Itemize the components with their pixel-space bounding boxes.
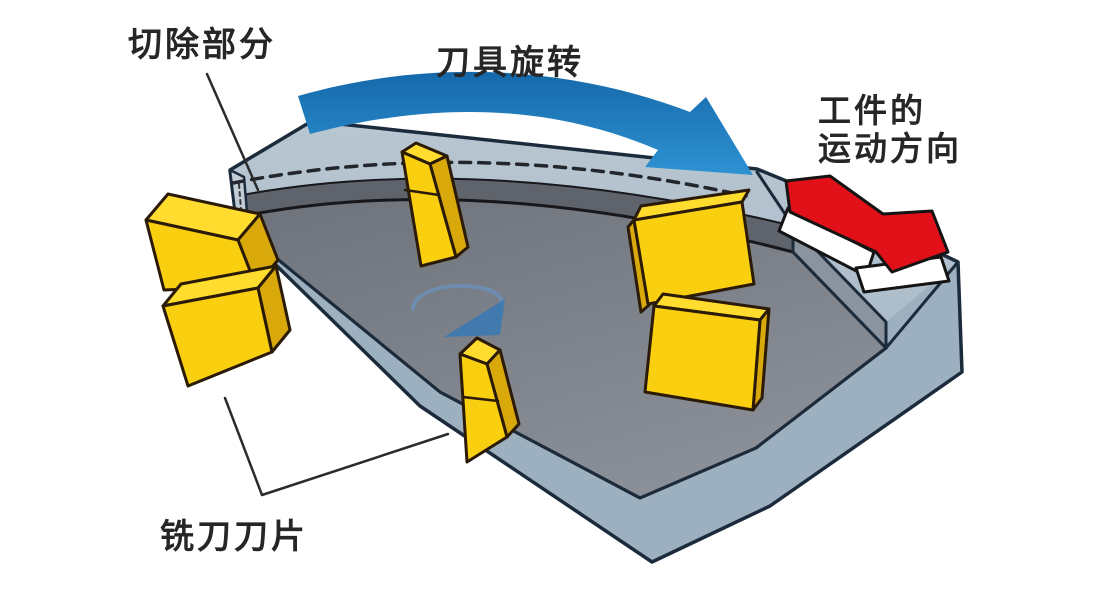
workpiece-outline bbox=[228, 119, 964, 564]
spindle-rotation-arrow bbox=[411, 283, 505, 337]
leader-lines bbox=[205, 72, 450, 497]
leader-cutter-inserts bbox=[223, 396, 450, 497]
feed-arrow-top bbox=[784, 174, 950, 274]
label-workpiece-direction: 工件的 运动方向 bbox=[818, 92, 962, 168]
insert-top-center bbox=[400, 141, 470, 268]
workpiece-front-face bbox=[237, 226, 962, 562]
label-cutter-inserts: 铣刀刀片 bbox=[160, 518, 308, 556]
spindle-arrowhead bbox=[444, 299, 505, 337]
label-tool-rotation: 刀具旋转 bbox=[436, 44, 584, 82]
spindle-arc bbox=[411, 283, 504, 311]
cutter-inserts bbox=[144, 141, 771, 464]
insert-bottom-center bbox=[458, 336, 521, 464]
front-rim-edge bbox=[235, 224, 960, 500]
workpiece-feed-arrow bbox=[777, 174, 951, 294]
insert-right-lower bbox=[643, 292, 771, 412]
cut-line-dashed-arc bbox=[231, 160, 748, 198]
label-workpiece-direction-line1: 工件的 bbox=[818, 92, 926, 129]
tool-rotation-arrow bbox=[298, 71, 753, 175]
leader-cut-portion bbox=[205, 72, 260, 192]
label-cut-portion: 切除部分 bbox=[128, 26, 276, 64]
insert-left-lower bbox=[161, 264, 292, 388]
label-workpiece-direction-line2: 运动方向 bbox=[818, 130, 962, 167]
workpiece-block bbox=[228, 119, 964, 564]
insert-right-upper bbox=[626, 188, 756, 314]
